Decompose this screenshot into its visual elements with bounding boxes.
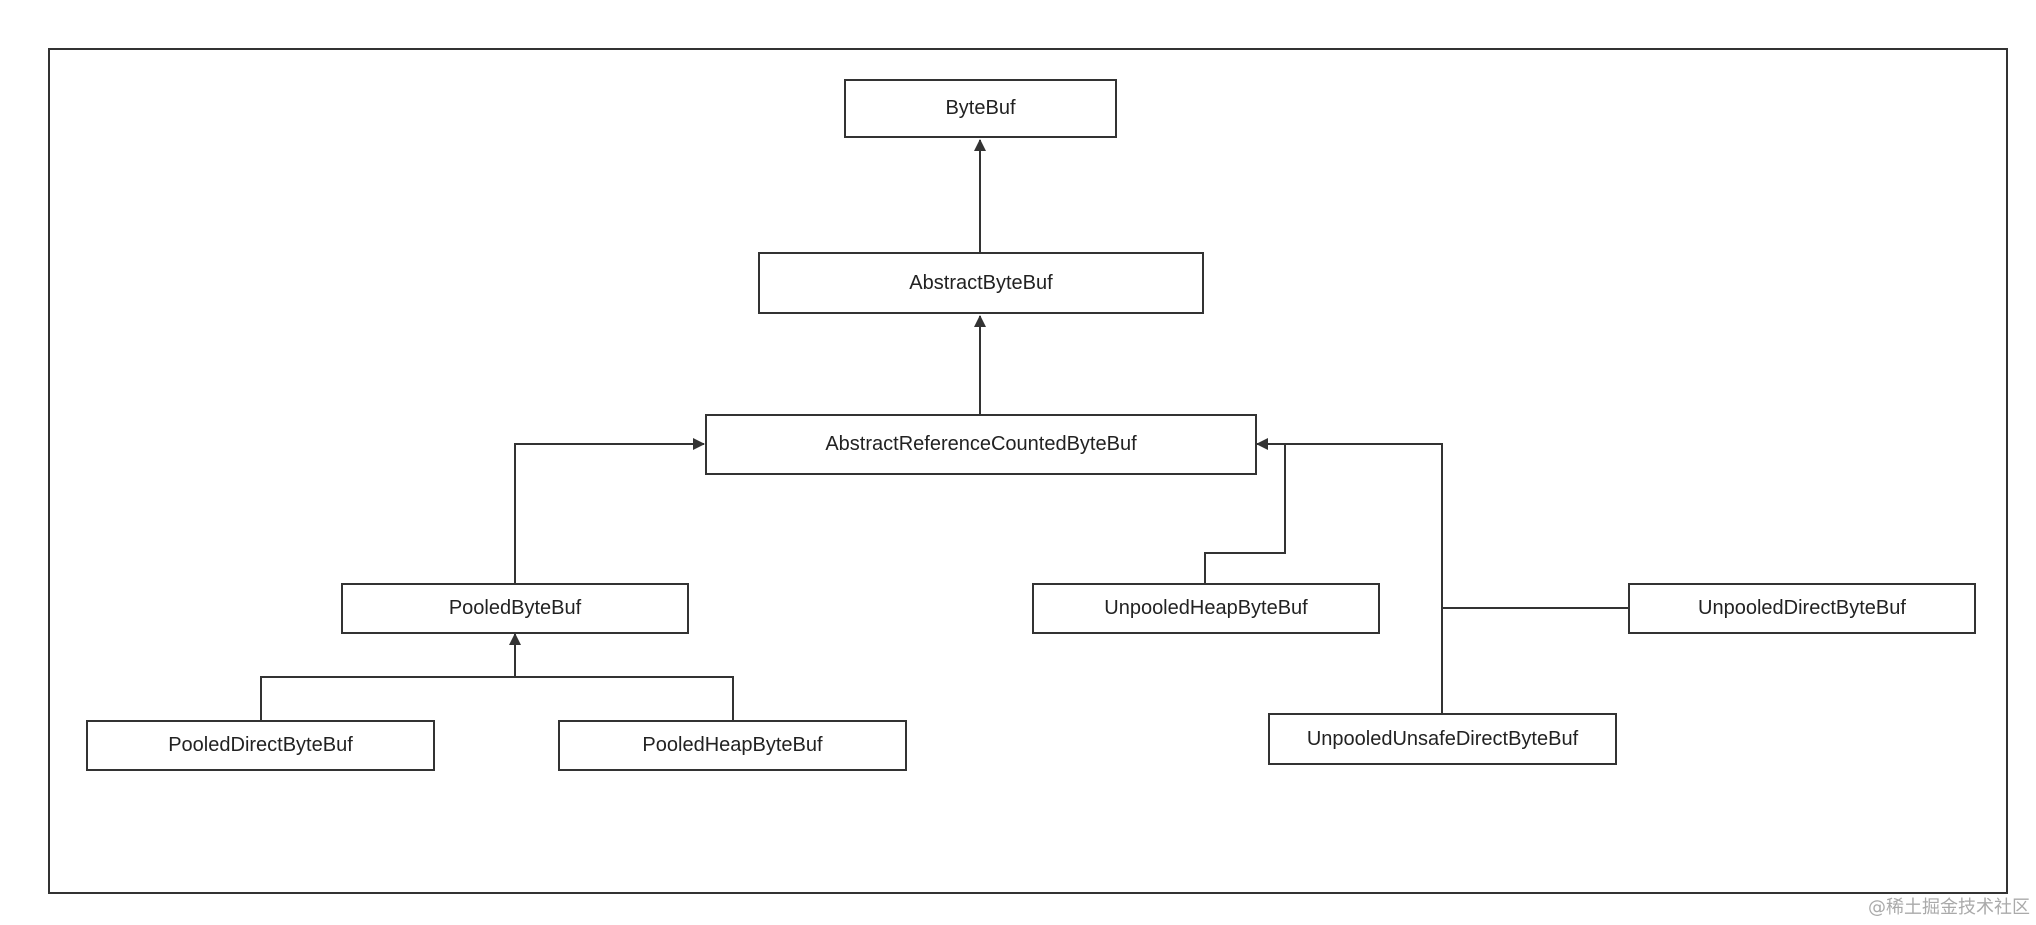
edge-unsafe-direct-to-refcounted (1285, 443, 1443, 713)
node-unpooled-unsafe-direct-bytebuf: UnpooledUnsafeDirectByteBuf (1268, 713, 1617, 765)
node-pooled-direct-bytebuf: PooledDirectByteBuf (86, 720, 435, 771)
node-bytebuf: ByteBuf (844, 79, 1117, 138)
edge-pooled-to-refcounted (514, 438, 705, 583)
node-abstract-reference-counted-bytebuf: AbstractReferenceCountedByteBuf (705, 414, 1257, 475)
node-unpooled-heap-bytebuf: UnpooledHeapByteBuf (1032, 583, 1380, 634)
edge-pooleddirect-to-pooled (260, 676, 734, 720)
diagram-frame (48, 48, 2008, 894)
node-unpooled-direct-bytebuf: UnpooledDirectByteBuf (1628, 583, 1976, 634)
node-pooled-heap-bytebuf: PooledHeapByteBuf (558, 720, 907, 771)
node-pooled-bytebuf: PooledByteBuf (341, 583, 689, 634)
watermark-text: @稀土掘金技术社区 (1868, 897, 2030, 918)
node-abstract-bytebuf: AbstractByteBuf (758, 252, 1204, 314)
edge-unpooledheap-to-refcounted (1204, 438, 1286, 583)
